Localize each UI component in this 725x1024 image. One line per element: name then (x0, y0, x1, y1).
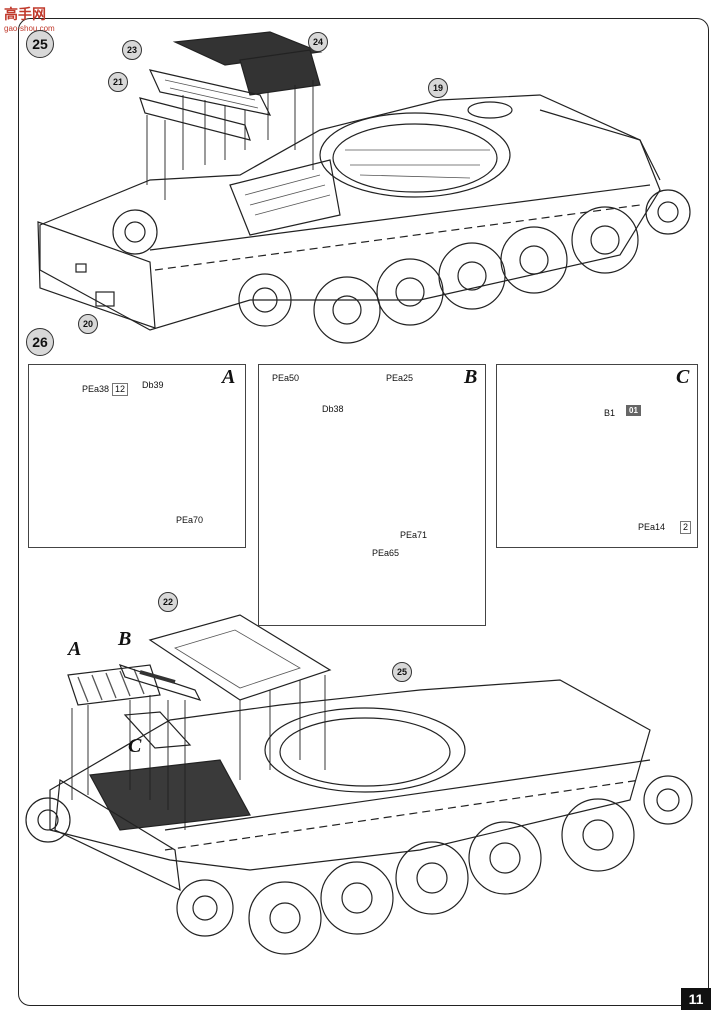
callout-20: 20 (78, 314, 98, 334)
panel-c (496, 364, 698, 548)
grille-part-23 (148, 69, 272, 116)
callout-19: 19 (428, 78, 448, 98)
panel-c-part1-label: B1 (604, 408, 616, 418)
hull-top-assembly (37, 31, 691, 344)
panel-a-letter: A (222, 366, 236, 388)
step-25-badge: 25 (26, 30, 54, 58)
sprocket-front (645, 189, 691, 235)
callout-21: 21 (108, 72, 128, 92)
step-26-badge: 26 (26, 328, 54, 356)
sprocket-rear (112, 209, 158, 255)
grille-part-21 (139, 97, 251, 141)
panel-b-letter: B (464, 366, 478, 388)
panel-c-letter: C (676, 366, 690, 388)
panel-a-qty1: 12 (112, 383, 129, 396)
panel-b-part5-label: PEa65 (372, 548, 400, 558)
callout-24: 24 (308, 32, 328, 52)
panel-b-part3-label: Db38 (322, 404, 344, 414)
panel-c-part2-label: PEa14 (638, 522, 666, 532)
panel-b-part2-label: PEa25 (386, 373, 414, 383)
page-frame (18, 18, 709, 1006)
panel-a-part3-label: PEa70 (176, 515, 204, 525)
bottom-letter-a: A (68, 638, 82, 660)
panel-c-qty2: 2 (680, 521, 692, 534)
watermark-sub: gao-shou.com (4, 24, 55, 33)
panel-b-part4-label: PEa71 (400, 530, 428, 540)
panel-c-tag: 01 (626, 405, 641, 416)
bottom-letter-b: B (118, 628, 132, 650)
callout-23: 23 (122, 40, 142, 60)
panel-a-part1-label: PEa38 (82, 384, 110, 394)
panel-a-part2-label: Db39 (142, 380, 164, 390)
page-number: 11 (681, 988, 711, 1010)
panel-a (28, 364, 246, 548)
panel-b (258, 364, 486, 626)
panel-b-part1-label: PEa50 (272, 373, 300, 383)
bottom-letter-c: C (128, 735, 142, 757)
hull-bottom-assembly (25, 614, 693, 955)
grille-part-24 (172, 31, 323, 96)
watermark-text: 高手网 (4, 6, 46, 22)
watermark: 高手网 gao-shou.com (4, 4, 55, 33)
road-wheels-top (313, 206, 639, 344)
callout-22: 22 (158, 592, 178, 612)
road-wheels-bottom (248, 798, 635, 955)
callout-25-bottom: 25 (392, 662, 412, 682)
